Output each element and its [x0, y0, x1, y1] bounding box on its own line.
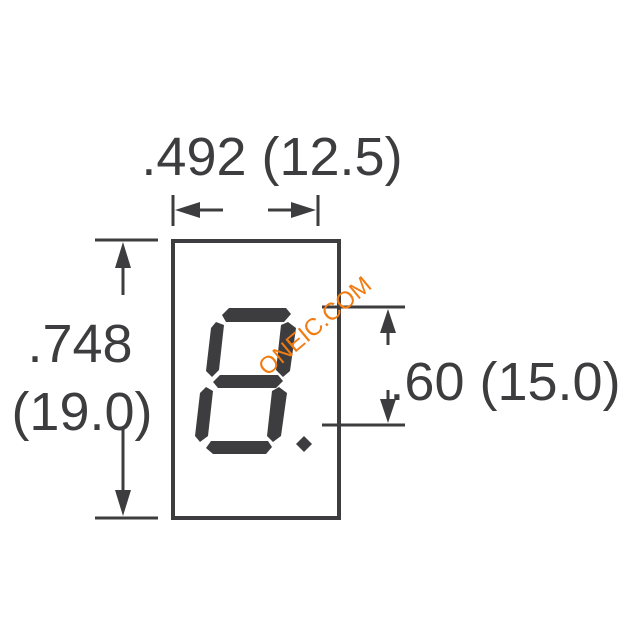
arrowhead-down-digit — [380, 399, 396, 423]
arrowhead-left — [175, 202, 200, 218]
arrowhead-up — [115, 242, 131, 268]
height-label-in: .748 — [27, 314, 132, 374]
segment-a — [222, 308, 291, 322]
display-package-outline — [171, 239, 341, 520]
height-label-mm: (19.0) — [11, 382, 152, 442]
arrowhead-down — [115, 490, 131, 516]
width-label: .492 (12.5) — [141, 127, 402, 187]
arrowhead-right — [291, 202, 316, 218]
segment-f — [206, 322, 224, 377]
decimal-point — [296, 436, 312, 452]
segment-g — [213, 375, 283, 388]
segment-c — [267, 387, 287, 442]
digit-eight — [195, 308, 312, 454]
segment-e — [195, 387, 213, 442]
segment-b — [276, 322, 296, 377]
watermark: ONEIC.COM — [253, 271, 377, 381]
segment-d — [206, 441, 272, 454]
arrowhead-up-digit — [380, 309, 396, 333]
digit-height-label: .60 (15.0) — [389, 352, 620, 412]
